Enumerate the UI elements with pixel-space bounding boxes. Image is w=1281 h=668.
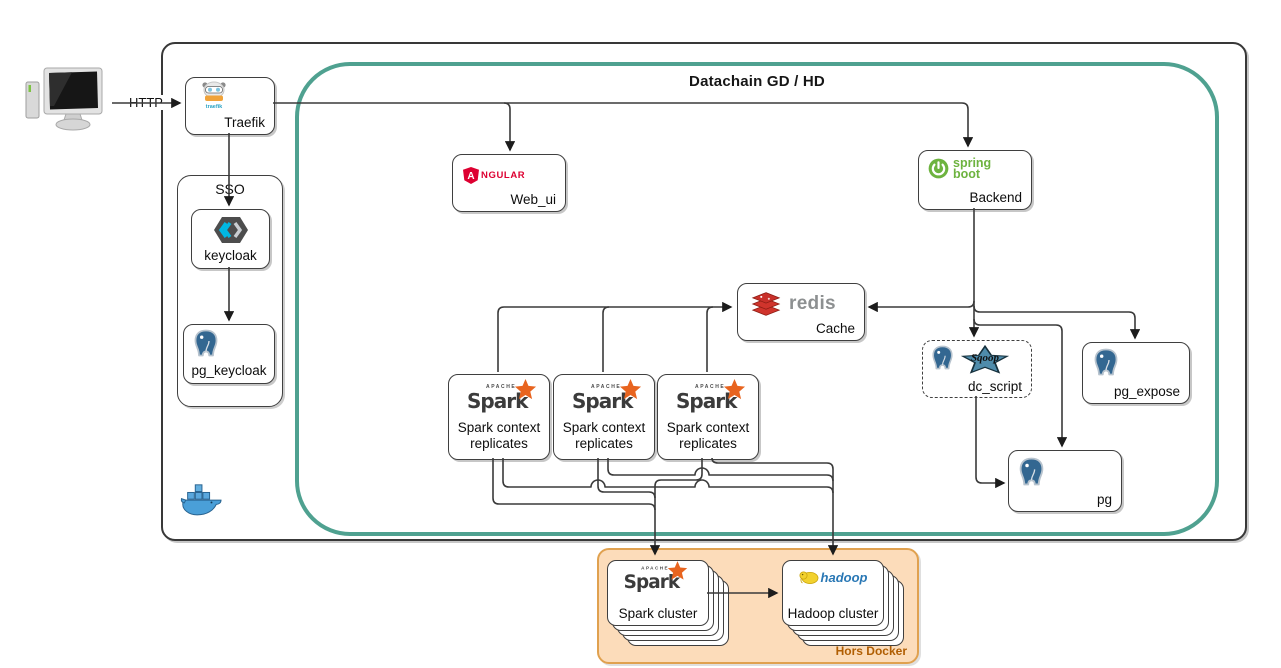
spark-logo-icon: APACHE Spark <box>620 561 690 596</box>
node-spark-context-label: Spark context replicates <box>562 420 646 452</box>
node-dc-script-label: dc_script <box>967 379 1022 394</box>
datachain-title: Datachain GD / HD <box>689 73 825 90</box>
svg-text:A: A <box>467 171 474 182</box>
node-spark-context-2: APACHE Spark Spark context replicates <box>553 374 655 460</box>
hadoop-logo-icon: hadoop <box>783 569 883 585</box>
postgresql-logo-icon <box>932 345 953 370</box>
spring-boot-logo-icon: spring boot <box>928 157 991 180</box>
sqoop-logo-icon: Sqoop <box>962 345 1008 374</box>
node-traefik-label: Traefik <box>224 115 265 130</box>
node-spark-cluster: APACHE Spark Spark cluster <box>607 560 729 646</box>
node-hadoop-cluster-label: Hadoop cluster <box>787 606 879 621</box>
node-cache-label: Cache <box>815 321 855 336</box>
stack-card-front: APACHE Spark Spark cluster <box>607 560 709 626</box>
postgresql-logo-icon <box>1094 348 1118 376</box>
node-spark-context-label: Spark context replicates <box>457 420 541 452</box>
node-pg-expose-label: pg_expose <box>1113 384 1180 399</box>
node-dc-script: Sqoop dc_script <box>922 340 1032 398</box>
node-backend-label: Backend <box>969 190 1022 205</box>
node-traefik: traefik Traefik <box>185 77 275 135</box>
node-spark-context-label: Spark context replicates <box>666 420 750 452</box>
node-spark-context-3: APACHE Spark Spark context replicates <box>657 374 759 460</box>
node-pg: pg <box>1008 450 1122 512</box>
keycloak-logo-icon <box>214 217 248 243</box>
node-hadoop-cluster: hadoop Hadoop cluster <box>782 560 904 646</box>
client-computer-icon <box>25 67 103 131</box>
node-keycloak-label: keycloak <box>204 248 257 263</box>
node-pg-keycloak-label: pg_keycloak <box>191 363 267 378</box>
sso-group-label: SSO <box>215 181 245 197</box>
http-edge-label: HTTP <box>127 95 165 110</box>
node-cache: redis Cache <box>737 283 865 341</box>
redis-logo-icon: redis <box>748 289 836 319</box>
svg-text:Sqoop: Sqoop <box>971 352 1000 364</box>
postgresql-logo-icon <box>1019 457 1044 486</box>
hors-docker-label: Hors Docker <box>835 644 907 658</box>
node-backend: spring boot Backend <box>918 150 1032 210</box>
docker-logo-icon <box>180 484 222 516</box>
angular-logo-icon: A NGULAR <box>463 167 525 184</box>
spark-logo-icon: APACHE Spark <box>463 378 539 417</box>
stack-card-front: hadoop Hadoop cluster <box>782 560 884 626</box>
svg-text:traefik: traefik <box>206 104 223 110</box>
node-spark-cluster-label: Spark cluster <box>618 606 698 621</box>
node-pg-keycloak: pg_keycloak <box>183 324 275 384</box>
spark-logo-icon: APACHE Spark <box>568 378 644 417</box>
node-web-ui-label: Web_ui <box>510 192 556 207</box>
spark-logo-icon: APACHE Spark <box>672 378 748 417</box>
node-pg-expose: pg_expose <box>1082 342 1190 404</box>
traefik-logo-icon: traefik <box>202 81 226 110</box>
postgresql-logo-icon <box>194 329 218 357</box>
node-pg-label: pg <box>1096 492 1112 507</box>
node-spark-context-1: APACHE Spark Spark context replicates <box>448 374 550 460</box>
node-keycloak: keycloak <box>191 209 270 269</box>
node-web-ui: A NGULAR Web_ui <box>452 154 566 212</box>
